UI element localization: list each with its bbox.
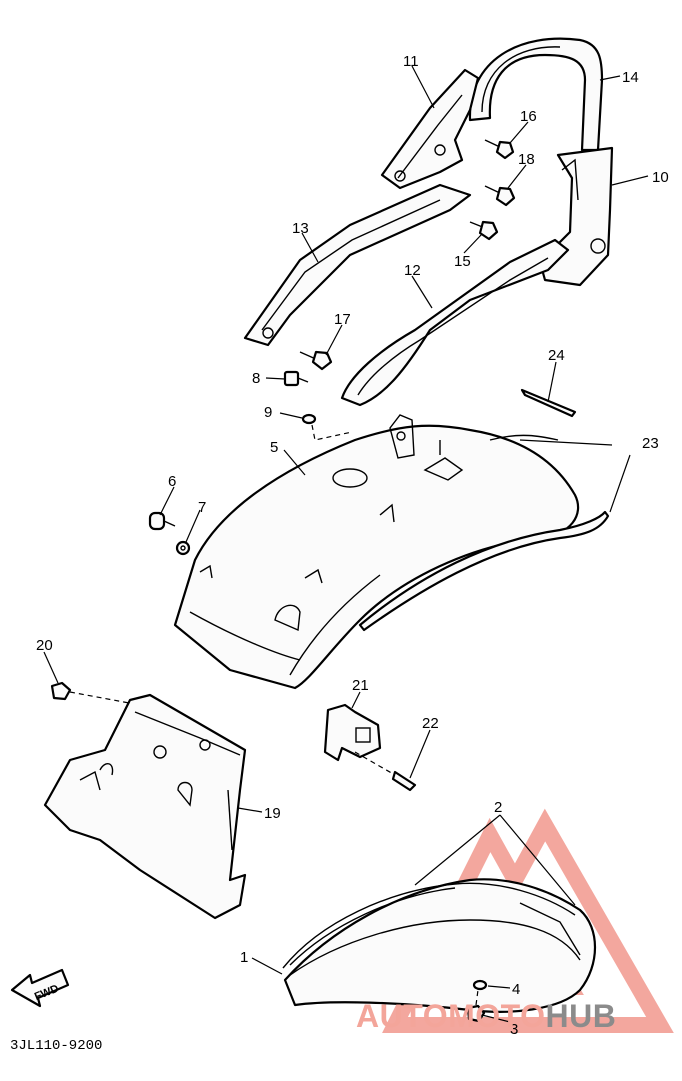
callout-5: 5 <box>270 439 278 456</box>
callout-3: 3 <box>510 1021 518 1038</box>
callout-15: 15 <box>454 253 471 270</box>
diagram-code: 3JL110-9200 <box>10 1038 103 1054</box>
callout-19: 19 <box>264 805 281 822</box>
callout-16: 16 <box>520 108 537 125</box>
part-21-bracket <box>323 703 382 762</box>
part-7-washer-icon <box>175 540 191 556</box>
callout-21: 21 <box>352 677 369 694</box>
callout-11: 11 <box>403 53 419 70</box>
callout-18: 18 <box>518 151 535 168</box>
callout-10: 10 <box>652 169 669 186</box>
leader-lines <box>43 65 649 1023</box>
callout-14: 14 <box>622 69 639 86</box>
watermark-text: AUTOMOTOHUB <box>356 998 616 1035</box>
part-1-front-fender <box>283 878 597 1013</box>
part-9-nut-icon <box>301 413 317 425</box>
callout-4: 4 <box>512 981 520 998</box>
watermark-part1: AUTOMOTO <box>356 998 546 1034</box>
part-22-screw-icon <box>354 751 417 792</box>
fwd-arrow-icon <box>10 968 70 1008</box>
callout-22: 22 <box>422 715 439 732</box>
callout-24: 24 <box>548 347 565 364</box>
part-20-bolt-icon <box>50 681 141 706</box>
callout-2: 2 <box>494 799 502 816</box>
watermark-part2: HUB <box>545 998 617 1034</box>
part-14-grab-bar <box>468 37 604 152</box>
callout-6: 6 <box>168 473 176 490</box>
callout-23: 23 <box>642 435 659 452</box>
part-6-bolt-icon <box>148 511 176 531</box>
part-19-inner-fender <box>43 693 247 920</box>
part-5-rear-fender <box>173 414 580 690</box>
callout-9: 9 <box>264 404 272 421</box>
callout-20: 20 <box>36 637 53 654</box>
callout-17: 17 <box>334 311 351 328</box>
bolt-18-icon <box>484 185 516 207</box>
part-13-rail <box>243 183 472 347</box>
part-3-bolt-icon <box>466 989 486 1023</box>
bolt-17-icon <box>299 350 333 371</box>
part-12-rail <box>340 238 570 407</box>
callout-8: 8 <box>252 370 260 387</box>
bolt-16-icon <box>484 139 515 160</box>
bolt-15-icon <box>469 220 499 241</box>
callout-13: 13 <box>292 220 309 237</box>
callout-1: 1 <box>240 949 248 966</box>
part-8-fastener-icon <box>283 370 309 387</box>
part-4-nut-icon <box>472 979 488 991</box>
part-2-fender-trim <box>282 882 581 969</box>
callout-12: 12 <box>404 262 421 279</box>
part-24-strip <box>520 388 577 418</box>
part-11-bracket <box>380 68 480 190</box>
callout-7: 7 <box>198 499 206 516</box>
part-23-trim <box>358 434 610 632</box>
